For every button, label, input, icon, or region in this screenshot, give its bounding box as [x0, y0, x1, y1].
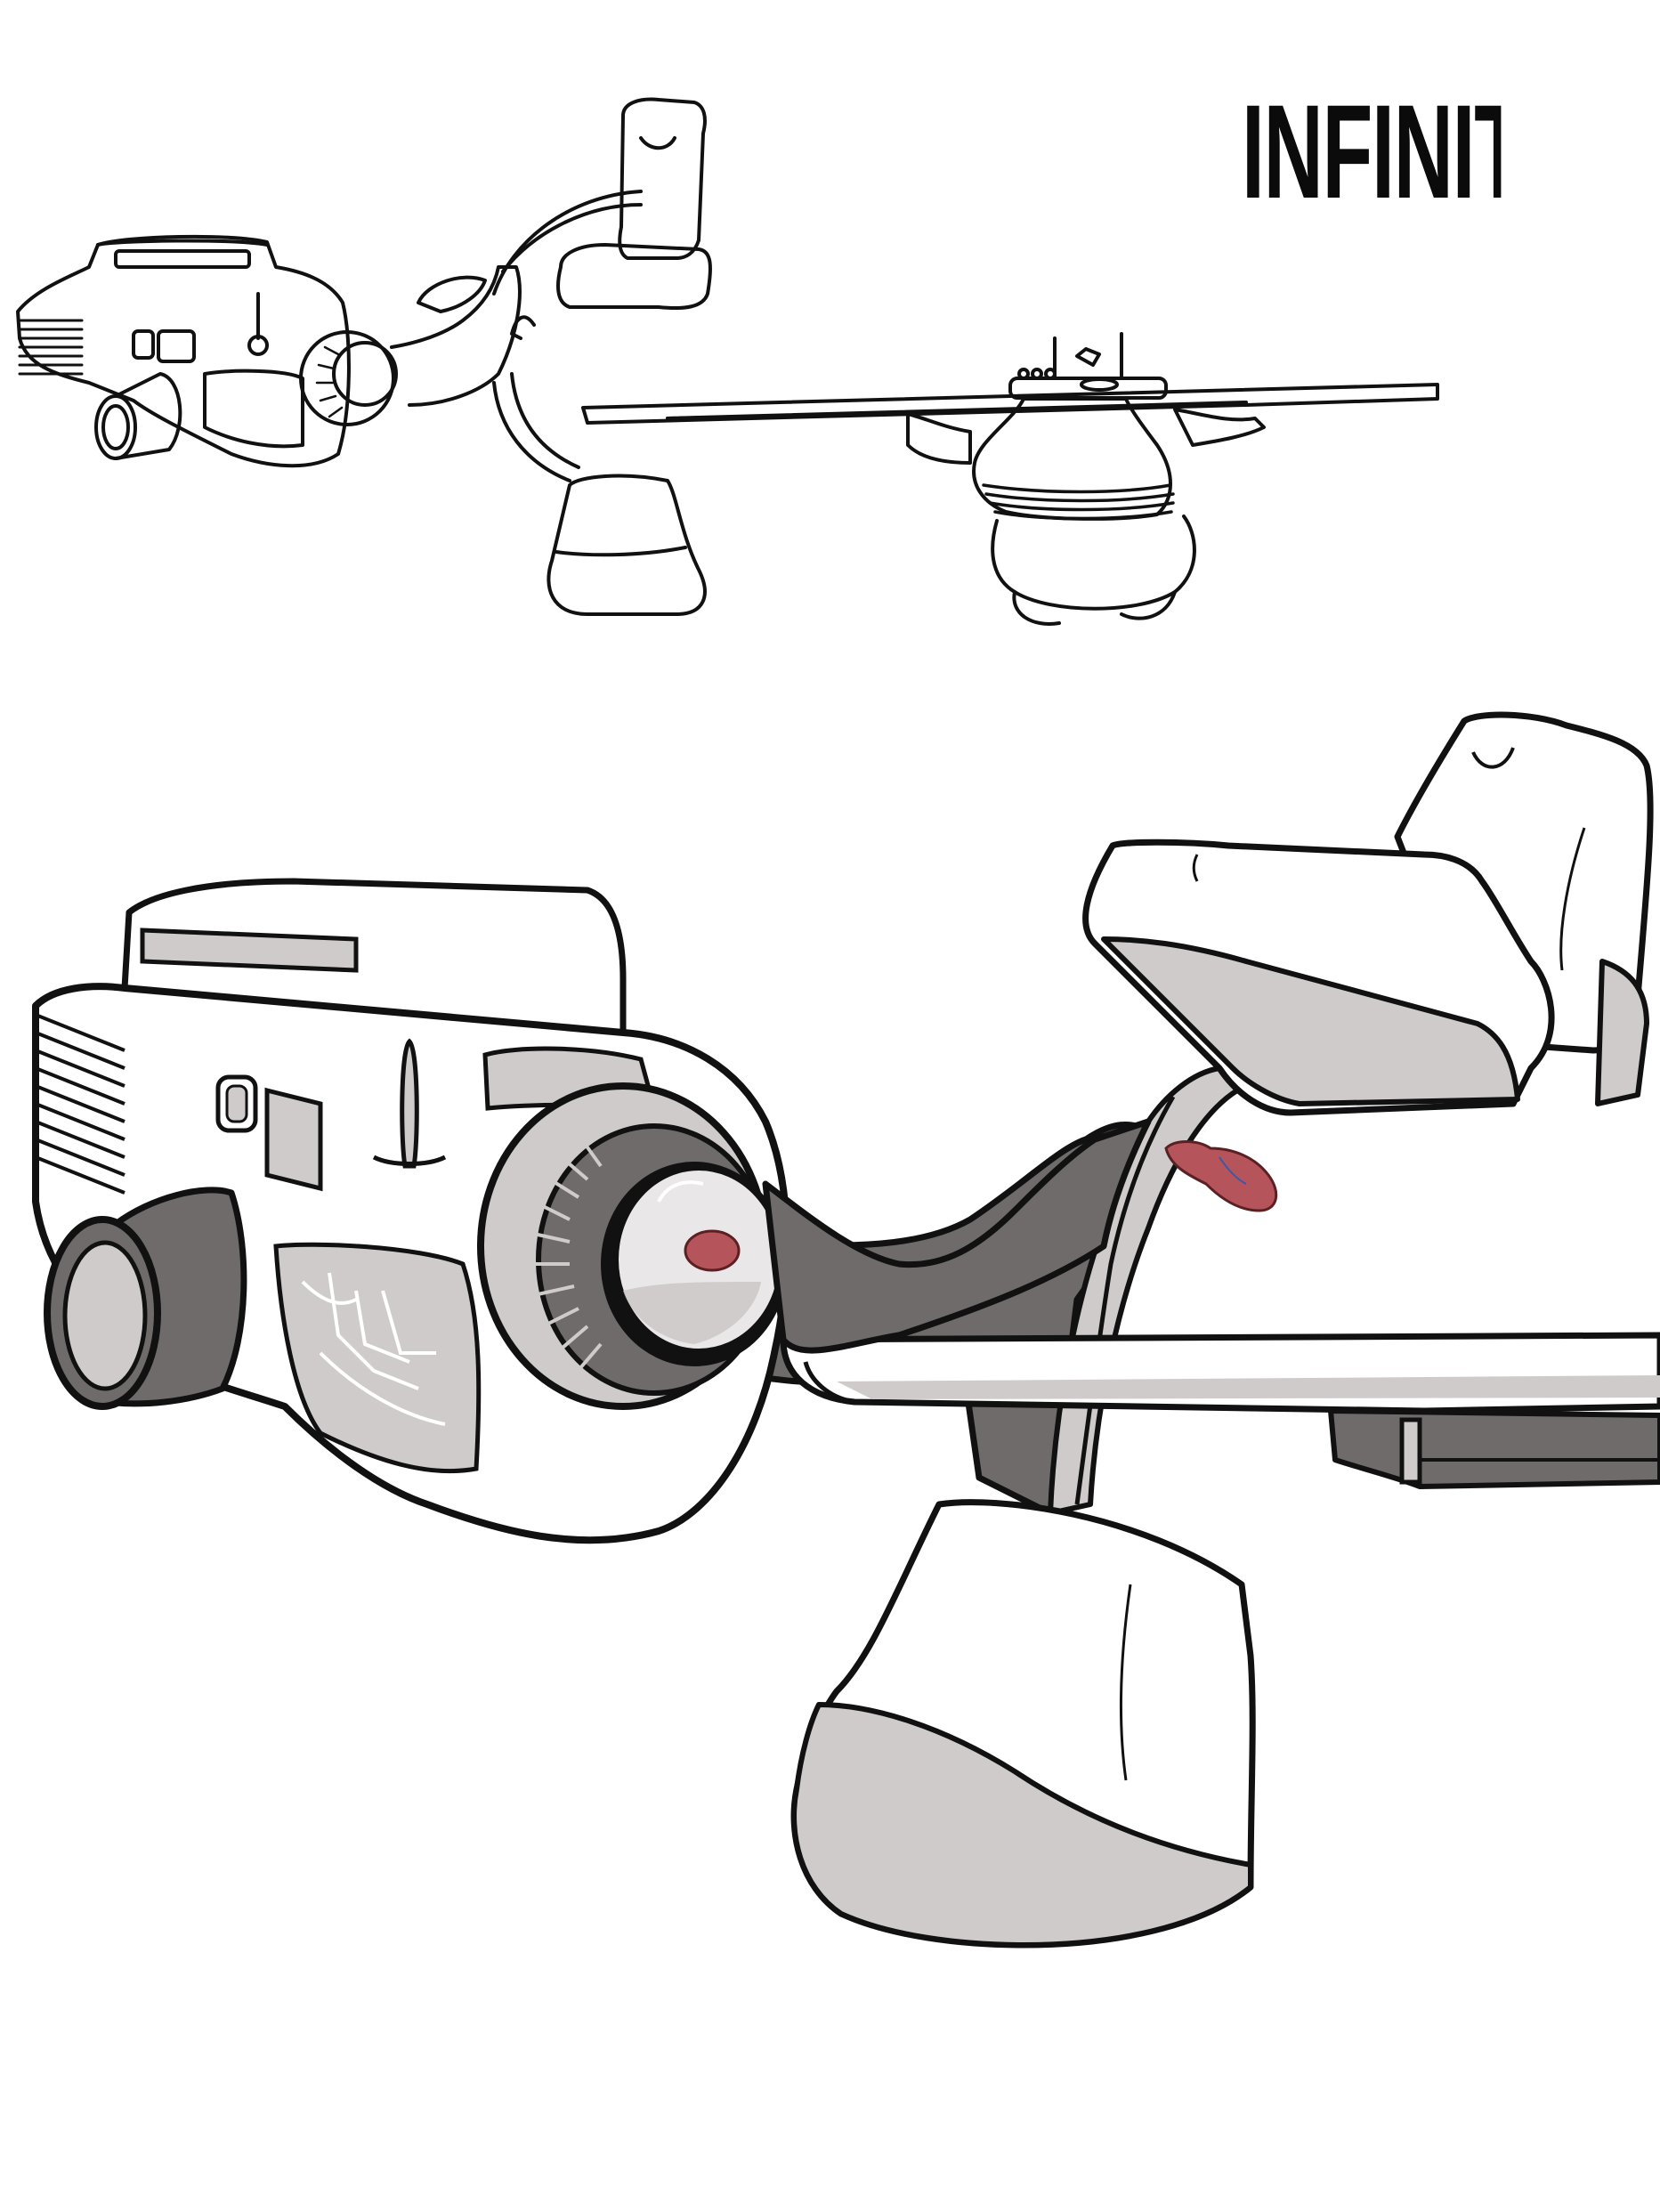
specimen-on-arm	[1164, 1140, 1278, 1212]
main-colored-render	[32, 711, 1660, 1949]
upper-detector	[1082, 711, 1654, 1116]
side-view-sketch	[16, 97, 712, 616]
front-view-sketch	[581, 332, 1439, 626]
table-plate	[780, 1332, 1660, 1414]
main-body	[32, 878, 1152, 1544]
specimen-inside-dome	[684, 1229, 741, 1272]
grille	[35, 1013, 126, 1195]
turbine-ring	[477, 1082, 788, 1410]
front-exhaust	[44, 1187, 247, 1410]
lower-tube	[790, 1499, 1256, 1949]
